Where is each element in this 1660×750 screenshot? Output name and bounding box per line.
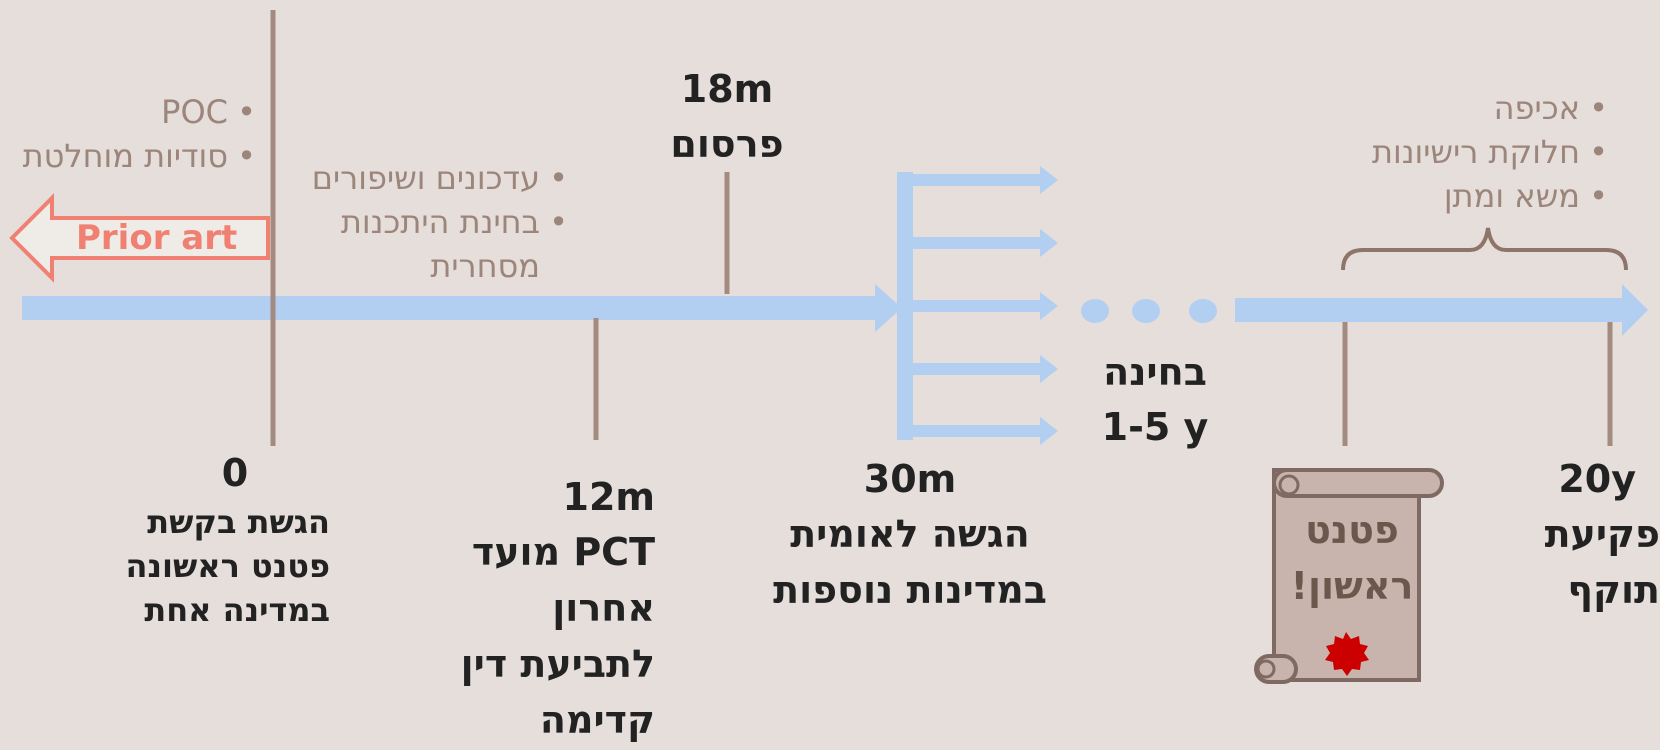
milestone-12m-desc: PCT מועד אחרון לתביעת דין קדימה [460, 530, 655, 742]
milestone-18m-time: 18m [680, 67, 774, 111]
bullet-licensing: חלוקת רישיונות [1372, 130, 1608, 174]
ellipsis-dots [1081, 299, 1217, 323]
milestone-18m: 18m פרסום [632, 62, 822, 172]
prior-art-arrow [9, 193, 270, 283]
milestone-0-time: 0 [221, 451, 249, 495]
milestone-0-desc: הגשת בקשת פטנט ראשונה במדינה אחת [125, 503, 330, 629]
milestone-20y-time: 20y [1558, 457, 1636, 501]
milestone-30m: 30m הגשה לאומית במדינות נוספות [765, 452, 1055, 618]
bullet-negotiation: משא ומתן [1372, 174, 1608, 218]
examination-period: בחינה 1-5 y [1080, 344, 1230, 454]
examination-time: 1-5 y [1101, 405, 1209, 449]
milestone-12m-time: 12m [562, 475, 655, 519]
curly-brace [1341, 227, 1628, 271]
milestone-20y: 20y פקיעת תוקף [1526, 452, 1660, 618]
milestone-20y-desc: פקיעת תוקף [1544, 512, 1660, 612]
bullet-poc: POC [23, 90, 256, 134]
right-bullet-list: אכיפה חלוקת רישיונות משא ומתן [1372, 86, 1608, 218]
milestone-18m-desc: פרסום [670, 122, 784, 166]
mid-bullet-list: עדכונים ושיפורים בחינת היתכנות מסחרית [298, 156, 568, 288]
examination-label: בחינה [1103, 350, 1207, 394]
timeline-arrow-main [22, 284, 902, 332]
patent-scroll-icon [1254, 468, 1444, 684]
bullet-updates: עדכונים ושיפורים [298, 156, 568, 200]
bullet-feasibility: בחינת היתכנות מסחרית [298, 200, 568, 288]
milestone-30m-desc: הגשה לאומית במדינות נוספות [773, 512, 1047, 612]
patent-scroll-text: פטנט ראשון! [1290, 508, 1414, 608]
milestone-0: 0 הגשת בקשת פטנט ראשונה במדינה אחת [100, 446, 330, 632]
branch-arrows [897, 166, 1058, 445]
milestone-12m: 12m PCT מועד אחרון לתביעת דין קדימה [425, 470, 655, 748]
tick-lines [270, 10, 1613, 446]
milestone-30m-time: 30m [863, 457, 957, 501]
prior-art-label: Prior art [76, 218, 238, 258]
timeline-arrow-right [1235, 284, 1648, 336]
bullet-secrecy: סודיות מוחלטת [23, 134, 257, 178]
red-seal-icon [1325, 632, 1369, 676]
bullet-enforcement: אכיפה [1372, 86, 1608, 130]
left-bullet-list: POC סודיות מוחלטת [23, 90, 257, 178]
